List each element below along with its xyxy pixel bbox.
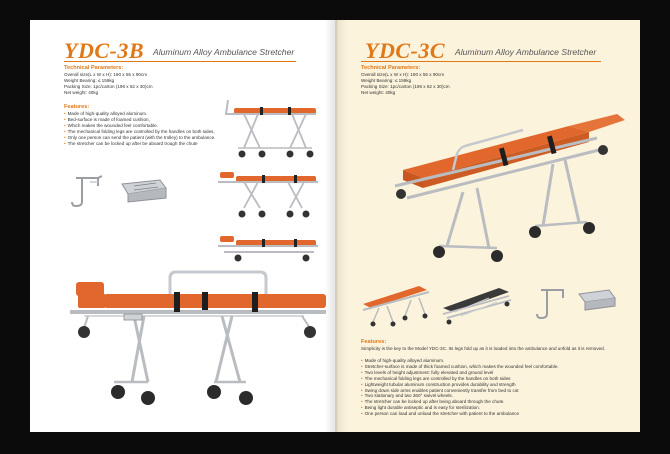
right-feature: One person can load and unload the stret… — [361, 411, 631, 417]
right-feature: Made of high-quality alloyed aluminum. — [361, 358, 631, 364]
left-param: Weight Bearing: ≤ 159kg — [64, 77, 115, 83]
right-title-rule — [361, 61, 601, 62]
right-feature: The mechanical folding legs are controll… — [361, 376, 631, 382]
right-params-heading: Technical Parameters: — [361, 65, 421, 71]
right-features-list: Made of high-quality alloyed aluminum. S… — [361, 358, 631, 417]
lock-bracket-photo — [121, 179, 167, 203]
right-feature: Two levels of height adjustment: fully e… — [361, 370, 631, 376]
left-feature: Made of high-quality alloyed aluminum. — [64, 111, 215, 117]
right-params-list: Overall size(L x W x H): 190 x 55 x 90cm… — [361, 72, 450, 96]
left-params-heading: Technical Parameters: — [64, 65, 124, 71]
left-features-list: Made of high-quality alloyed aluminum. B… — [64, 111, 216, 147]
left-feature: Only one person can send the patient (wi… — [64, 135, 216, 141]
right-features-intro: Simplicity is the key to the Model YDC-3… — [361, 346, 606, 351]
stretcher-main-photo — [70, 270, 326, 405]
left-subtitle: Aluminum Alloy Ambulance Stretcher — [153, 47, 295, 57]
right-param: Overall size(L x W x H): 190 x 55 x 90cm — [361, 72, 445, 77]
left-param: Packing Size: 1pc/carton (196 x 62 x 30)… — [64, 83, 153, 89]
right-param: Weight Bearing: ≤ 159kg — [361, 77, 412, 83]
left-feature: The stretcher can be locked up after be … — [64, 141, 215, 147]
left-page: YDC-3B Aluminum Alloy Ambulance Stretche… — [30, 20, 335, 432]
stretcher-view-folded — [442, 288, 512, 325]
right-feature: Being light durable antiseptic and is ea… — [361, 405, 631, 411]
right-page: YDC-3C Aluminum Alloy Ambulance Stretche… — [335, 20, 640, 432]
left-params-list: Overall size(L x W x H): 190 x 55 x 90cm… — [64, 72, 153, 96]
right-features-heading: Features: — [361, 339, 387, 345]
right-feature: Two stationary and two 360° swivel wheel… — [361, 393, 631, 399]
left-feature: Bed-surface is made of foamed cushion, — [64, 117, 215, 123]
left-param: Net weight: 40kg — [64, 89, 99, 95]
stretcher-view-raised — [362, 286, 430, 327]
right-feature: Lightweight tubular aluminum constructio… — [361, 382, 631, 388]
right-subtitle: Aluminum Alloy Ambulance Stretcher — [455, 47, 597, 57]
stretcher-main-photo — [394, 114, 625, 262]
stretcher-view-folding — [218, 172, 318, 218]
lock-bracket-photo — [578, 289, 616, 311]
right-model-title: YDC-3C — [365, 38, 445, 63]
left-param: Overall size(L x W x H): 190 x 55 x 90cm — [64, 72, 148, 77]
right-param: Net weight: 40kg — [361, 89, 396, 95]
left-feature: The mechanical folding legs are controll… — [64, 129, 215, 135]
left-feature: Which makes the wounded feel comfortable… — [64, 123, 215, 129]
right-feature: Swing down side arms enables patient con… — [361, 388, 631, 394]
stretcher-view-raised — [224, 99, 316, 158]
right-feature: Stretcher-surface is made of thick foame… — [361, 364, 631, 370]
hook-bracket-photo — [536, 289, 564, 320]
left-title-rule — [64, 61, 296, 62]
right-param: Packing Size: 1pc/carton (196 x 62 x 30)… — [361, 83, 450, 89]
stretcher-view-lowered — [218, 236, 318, 262]
left-model-title: YDC-3B — [64, 38, 144, 63]
left-features-heading: Features: — [64, 104, 90, 110]
hook-bracket-photo — [71, 175, 103, 208]
right-feature: The stretcher can be locked up after bei… — [361, 399, 631, 405]
